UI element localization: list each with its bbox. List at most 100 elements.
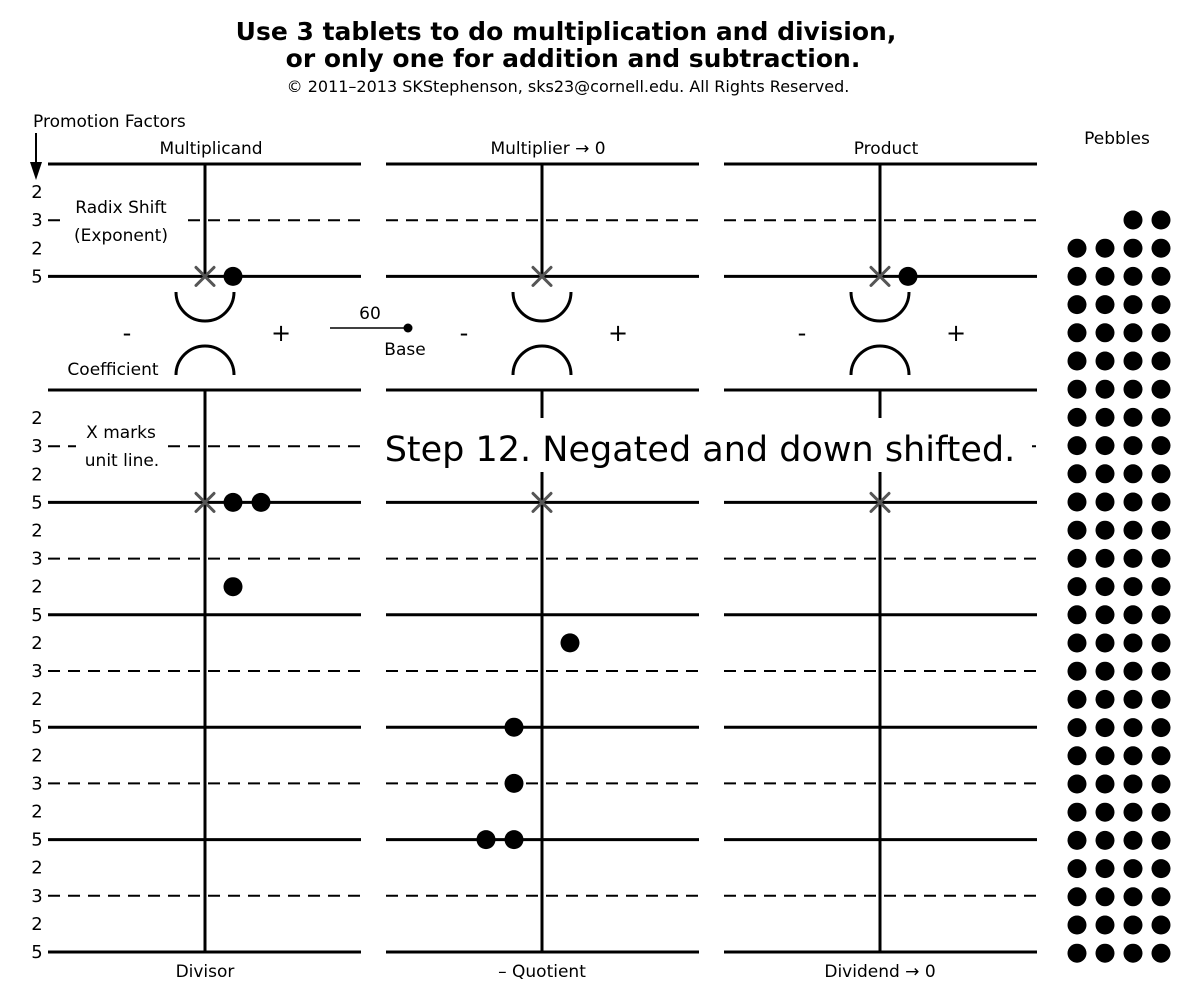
pile-pebble[interactable] <box>1123 605 1143 625</box>
pile-pebble[interactable] <box>1095 915 1115 935</box>
pile-pebble[interactable] <box>1123 520 1143 540</box>
pile-pebble[interactable] <box>1095 323 1115 343</box>
pile-pebble[interactable] <box>1151 238 1171 258</box>
pile-pebble[interactable] <box>1067 633 1087 653</box>
pile-pebble[interactable] <box>1151 379 1171 399</box>
pile-pebble[interactable] <box>1067 436 1087 456</box>
pile-pebble[interactable] <box>1151 577 1171 597</box>
pile-pebble[interactable] <box>1123 689 1143 709</box>
pile-pebble[interactable] <box>1123 661 1143 681</box>
pile-pebble[interactable] <box>1067 351 1087 371</box>
pile-pebble[interactable] <box>1095 689 1115 709</box>
pile-pebble[interactable] <box>1095 802 1115 822</box>
pebble[interactable] <box>504 717 524 737</box>
pile-pebble[interactable] <box>1067 548 1087 568</box>
pile-pebble[interactable] <box>1123 943 1143 963</box>
pile-pebble[interactable] <box>1151 464 1171 484</box>
pile-pebble[interactable] <box>1067 407 1087 427</box>
pile-pebble[interactable] <box>1095 830 1115 850</box>
pile-pebble[interactable] <box>1151 266 1171 286</box>
pile-pebble[interactable] <box>1151 887 1171 907</box>
pile-pebble[interactable] <box>1067 915 1087 935</box>
pile-pebble[interactable] <box>1123 718 1143 738</box>
pile-pebble[interactable] <box>1095 577 1115 597</box>
pile-pebble[interactable] <box>1151 661 1171 681</box>
pile-pebble[interactable] <box>1151 746 1171 766</box>
pile-pebble[interactable] <box>1151 323 1171 343</box>
pile-pebble[interactable] <box>1151 915 1171 935</box>
pile-pebble[interactable] <box>1067 520 1087 540</box>
pebble[interactable] <box>223 266 243 286</box>
pile-pebble[interactable] <box>1095 661 1115 681</box>
pile-pebble[interactable] <box>1067 774 1087 794</box>
pile-pebble[interactable] <box>1151 548 1171 568</box>
pile-pebble[interactable] <box>1095 746 1115 766</box>
pile-pebble[interactable] <box>1095 887 1115 907</box>
pile-pebble[interactable] <box>1095 407 1115 427</box>
pile-pebble[interactable] <box>1067 379 1087 399</box>
pile-pebble[interactable] <box>1123 436 1143 456</box>
pile-pebble[interactable] <box>1067 830 1087 850</box>
pile-pebble[interactable] <box>1123 210 1143 230</box>
pile-pebble[interactable] <box>1123 577 1143 597</box>
pile-pebble[interactable] <box>1151 210 1171 230</box>
pile-pebble[interactable] <box>1067 464 1087 484</box>
pile-pebble[interactable] <box>1123 407 1143 427</box>
pile-pebble[interactable] <box>1123 464 1143 484</box>
pile-pebble[interactable] <box>1095 548 1115 568</box>
pile-pebble[interactable] <box>1067 802 1087 822</box>
pile-pebble[interactable] <box>1151 436 1171 456</box>
pile-pebble[interactable] <box>1151 295 1171 315</box>
pile-pebble[interactable] <box>1067 605 1087 625</box>
pile-pebble[interactable] <box>1151 943 1171 963</box>
pebble[interactable] <box>223 577 243 597</box>
pile-pebble[interactable] <box>1095 295 1115 315</box>
pile-pebble[interactable] <box>1123 295 1143 315</box>
pile-pebble[interactable] <box>1151 605 1171 625</box>
pile-pebble[interactable] <box>1151 351 1171 371</box>
pile-pebble[interactable] <box>1123 266 1143 286</box>
pile-pebble[interactable] <box>1123 492 1143 512</box>
pebble[interactable] <box>476 830 496 850</box>
pile-pebble[interactable] <box>1095 266 1115 286</box>
pile-pebble[interactable] <box>1151 859 1171 879</box>
pile-pebble[interactable] <box>1151 830 1171 850</box>
pile-pebble[interactable] <box>1123 859 1143 879</box>
pile-pebble[interactable] <box>1095 520 1115 540</box>
pile-pebble[interactable] <box>1095 718 1115 738</box>
pile-pebble[interactable] <box>1151 492 1171 512</box>
pile-pebble[interactable] <box>1095 633 1115 653</box>
pile-pebble[interactable] <box>1123 802 1143 822</box>
pile-pebble[interactable] <box>1123 746 1143 766</box>
pile-pebble[interactable] <box>1067 295 1087 315</box>
pebble[interactable] <box>251 492 271 512</box>
pile-pebble[interactable] <box>1067 887 1087 907</box>
pile-pebble[interactable] <box>1151 689 1171 709</box>
pile-pebble[interactable] <box>1067 323 1087 343</box>
pile-pebble[interactable] <box>1123 915 1143 935</box>
pile-pebble[interactable] <box>1123 633 1143 653</box>
pile-pebble[interactable] <box>1123 323 1143 343</box>
pile-pebble[interactable] <box>1095 238 1115 258</box>
pile-pebble[interactable] <box>1067 859 1087 879</box>
pebble[interactable] <box>223 492 243 512</box>
pile-pebble[interactable] <box>1123 774 1143 794</box>
pile-pebble[interactable] <box>1123 379 1143 399</box>
pile-pebble[interactable] <box>1123 548 1143 568</box>
pile-pebble[interactable] <box>1067 577 1087 597</box>
pile-pebble[interactable] <box>1095 379 1115 399</box>
pile-pebble[interactable] <box>1095 351 1115 371</box>
pile-pebble[interactable] <box>1123 887 1143 907</box>
pile-pebble[interactable] <box>1067 492 1087 512</box>
pile-pebble[interactable] <box>1095 464 1115 484</box>
pile-pebble[interactable] <box>1151 802 1171 822</box>
pile-pebble[interactable] <box>1151 520 1171 540</box>
pebble[interactable] <box>504 773 524 793</box>
pile-pebble[interactable] <box>1095 605 1115 625</box>
pile-pebble[interactable] <box>1151 774 1171 794</box>
pebble[interactable] <box>560 633 580 653</box>
pile-pebble[interactable] <box>1067 661 1087 681</box>
pile-pebble[interactable] <box>1067 943 1087 963</box>
pile-pebble[interactable] <box>1067 266 1087 286</box>
pile-pebble[interactable] <box>1151 633 1171 653</box>
